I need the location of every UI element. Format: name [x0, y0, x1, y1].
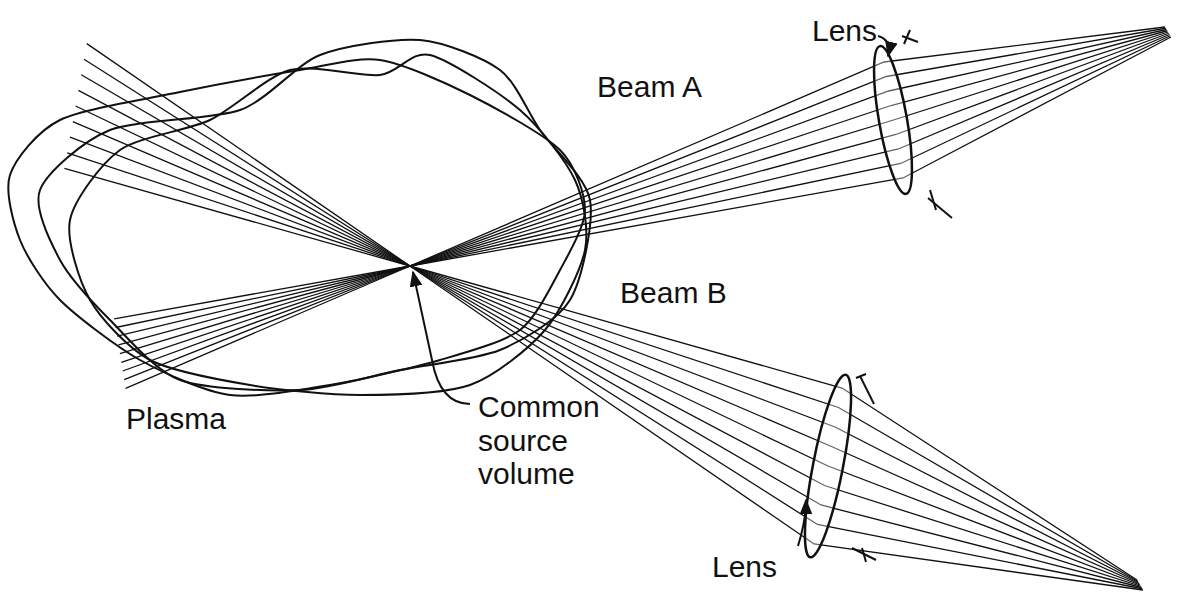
- plasma-label: Plasma: [126, 402, 226, 436]
- lens-label: Lens: [812, 14, 877, 48]
- light-ray: [78, 90, 1140, 586]
- leader-lines: [413, 36, 889, 546]
- lens-symbols: [796, 30, 952, 562]
- light-ray: [81, 75, 1141, 588]
- beam-label: Beam B: [620, 276, 727, 310]
- light-ray: [126, 27, 1165, 388]
- light-ray: [117, 35, 1169, 337]
- light-ray: [120, 32, 1168, 354]
- aperture-stops: [852, 30, 952, 562]
- light-ray: [64, 168, 1137, 580]
- beam-label: Beam A: [597, 70, 702, 104]
- lens-b: [796, 372, 861, 560]
- light-rays: [64, 27, 1171, 590]
- light-ray: [73, 122, 1139, 584]
- lens-label: Lens: [712, 550, 777, 584]
- plasma-outline: [8, 40, 590, 396]
- light-ray: [76, 106, 1140, 585]
- light-ray: [116, 36, 1171, 328]
- light-ray: [114, 37, 1171, 319]
- callout-label: Common source volume: [478, 390, 628, 491]
- light-ray: [84, 59, 1142, 589]
- light-ray: [123, 30, 1167, 372]
- lens-a: [866, 44, 920, 197]
- light-ray: [70, 137, 1139, 582]
- light-ray: [67, 153, 1138, 581]
- plasma-outline: [69, 54, 586, 395]
- light-ray: [87, 44, 1143, 590]
